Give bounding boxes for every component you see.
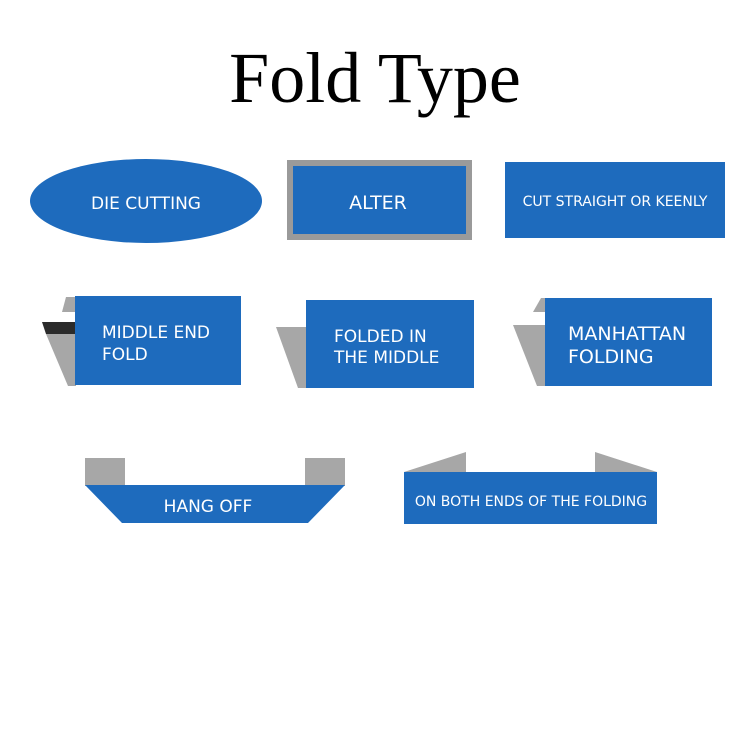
middle-end-fold-dark-flap — [42, 322, 76, 334]
middle-end-fold-item: MIDDLE END FOLD — [42, 296, 241, 386]
middle-end-fold-top-flap — [62, 297, 76, 312]
die-cutting-label: DIE CUTTING — [91, 194, 201, 214]
cut-straight-shape — [505, 162, 725, 238]
middle-end-fold-side-flap — [46, 334, 76, 386]
folded-middle-item: FOLDED IN THE MIDDLE — [276, 300, 474, 388]
hang-off-shape — [85, 485, 345, 523]
manhattan-label-1: MANHATTAN — [568, 323, 686, 345]
die-cutting-item: DIE CUTTING — [30, 159, 262, 243]
folded-middle-label-2: THE MIDDLE — [333, 348, 439, 368]
cut-straight-label: CUT STRAIGHT OR KEENLY — [523, 194, 708, 210]
both-ends-label: ON BOTH ENDS OF THE FOLDING — [415, 494, 647, 510]
both-ends-item: ON BOTH ENDS OF THE FOLDING — [404, 452, 657, 524]
middle-end-fold-label-1: MIDDLE END — [102, 323, 210, 343]
manhattan-label-2: FOLDING — [568, 346, 654, 368]
hang-off-item: HANG OFF — [85, 458, 345, 523]
alter-shape — [293, 166, 466, 234]
hang-off-right-tab — [305, 458, 345, 486]
manhattan-top-flap — [533, 298, 548, 312]
both-ends-shape — [404, 472, 657, 524]
manhattan-side-flap — [513, 325, 548, 386]
hang-off-left-tab — [85, 458, 125, 486]
manhattan-shape — [545, 298, 712, 386]
manhattan-item: MANHATTAN FOLDING — [513, 298, 712, 386]
middle-end-fold-shape — [75, 296, 241, 385]
die-cutting-shape — [30, 159, 262, 243]
middle-end-fold-label-2: FOLD — [102, 345, 148, 365]
cut-straight-item: CUT STRAIGHT OR KEENLY — [505, 162, 725, 238]
alter-label: ALTER — [349, 192, 407, 214]
both-ends-right-flap — [595, 452, 657, 472]
page-title: Fold Type — [229, 38, 521, 118]
alter-item: ALTER — [287, 160, 472, 240]
both-ends-left-flap — [404, 452, 466, 472]
folded-middle-label-1: FOLDED IN — [334, 327, 427, 347]
hang-off-label: HANG OFF — [164, 497, 253, 517]
folded-middle-flap — [276, 327, 307, 388]
folded-middle-shape — [306, 300, 474, 388]
